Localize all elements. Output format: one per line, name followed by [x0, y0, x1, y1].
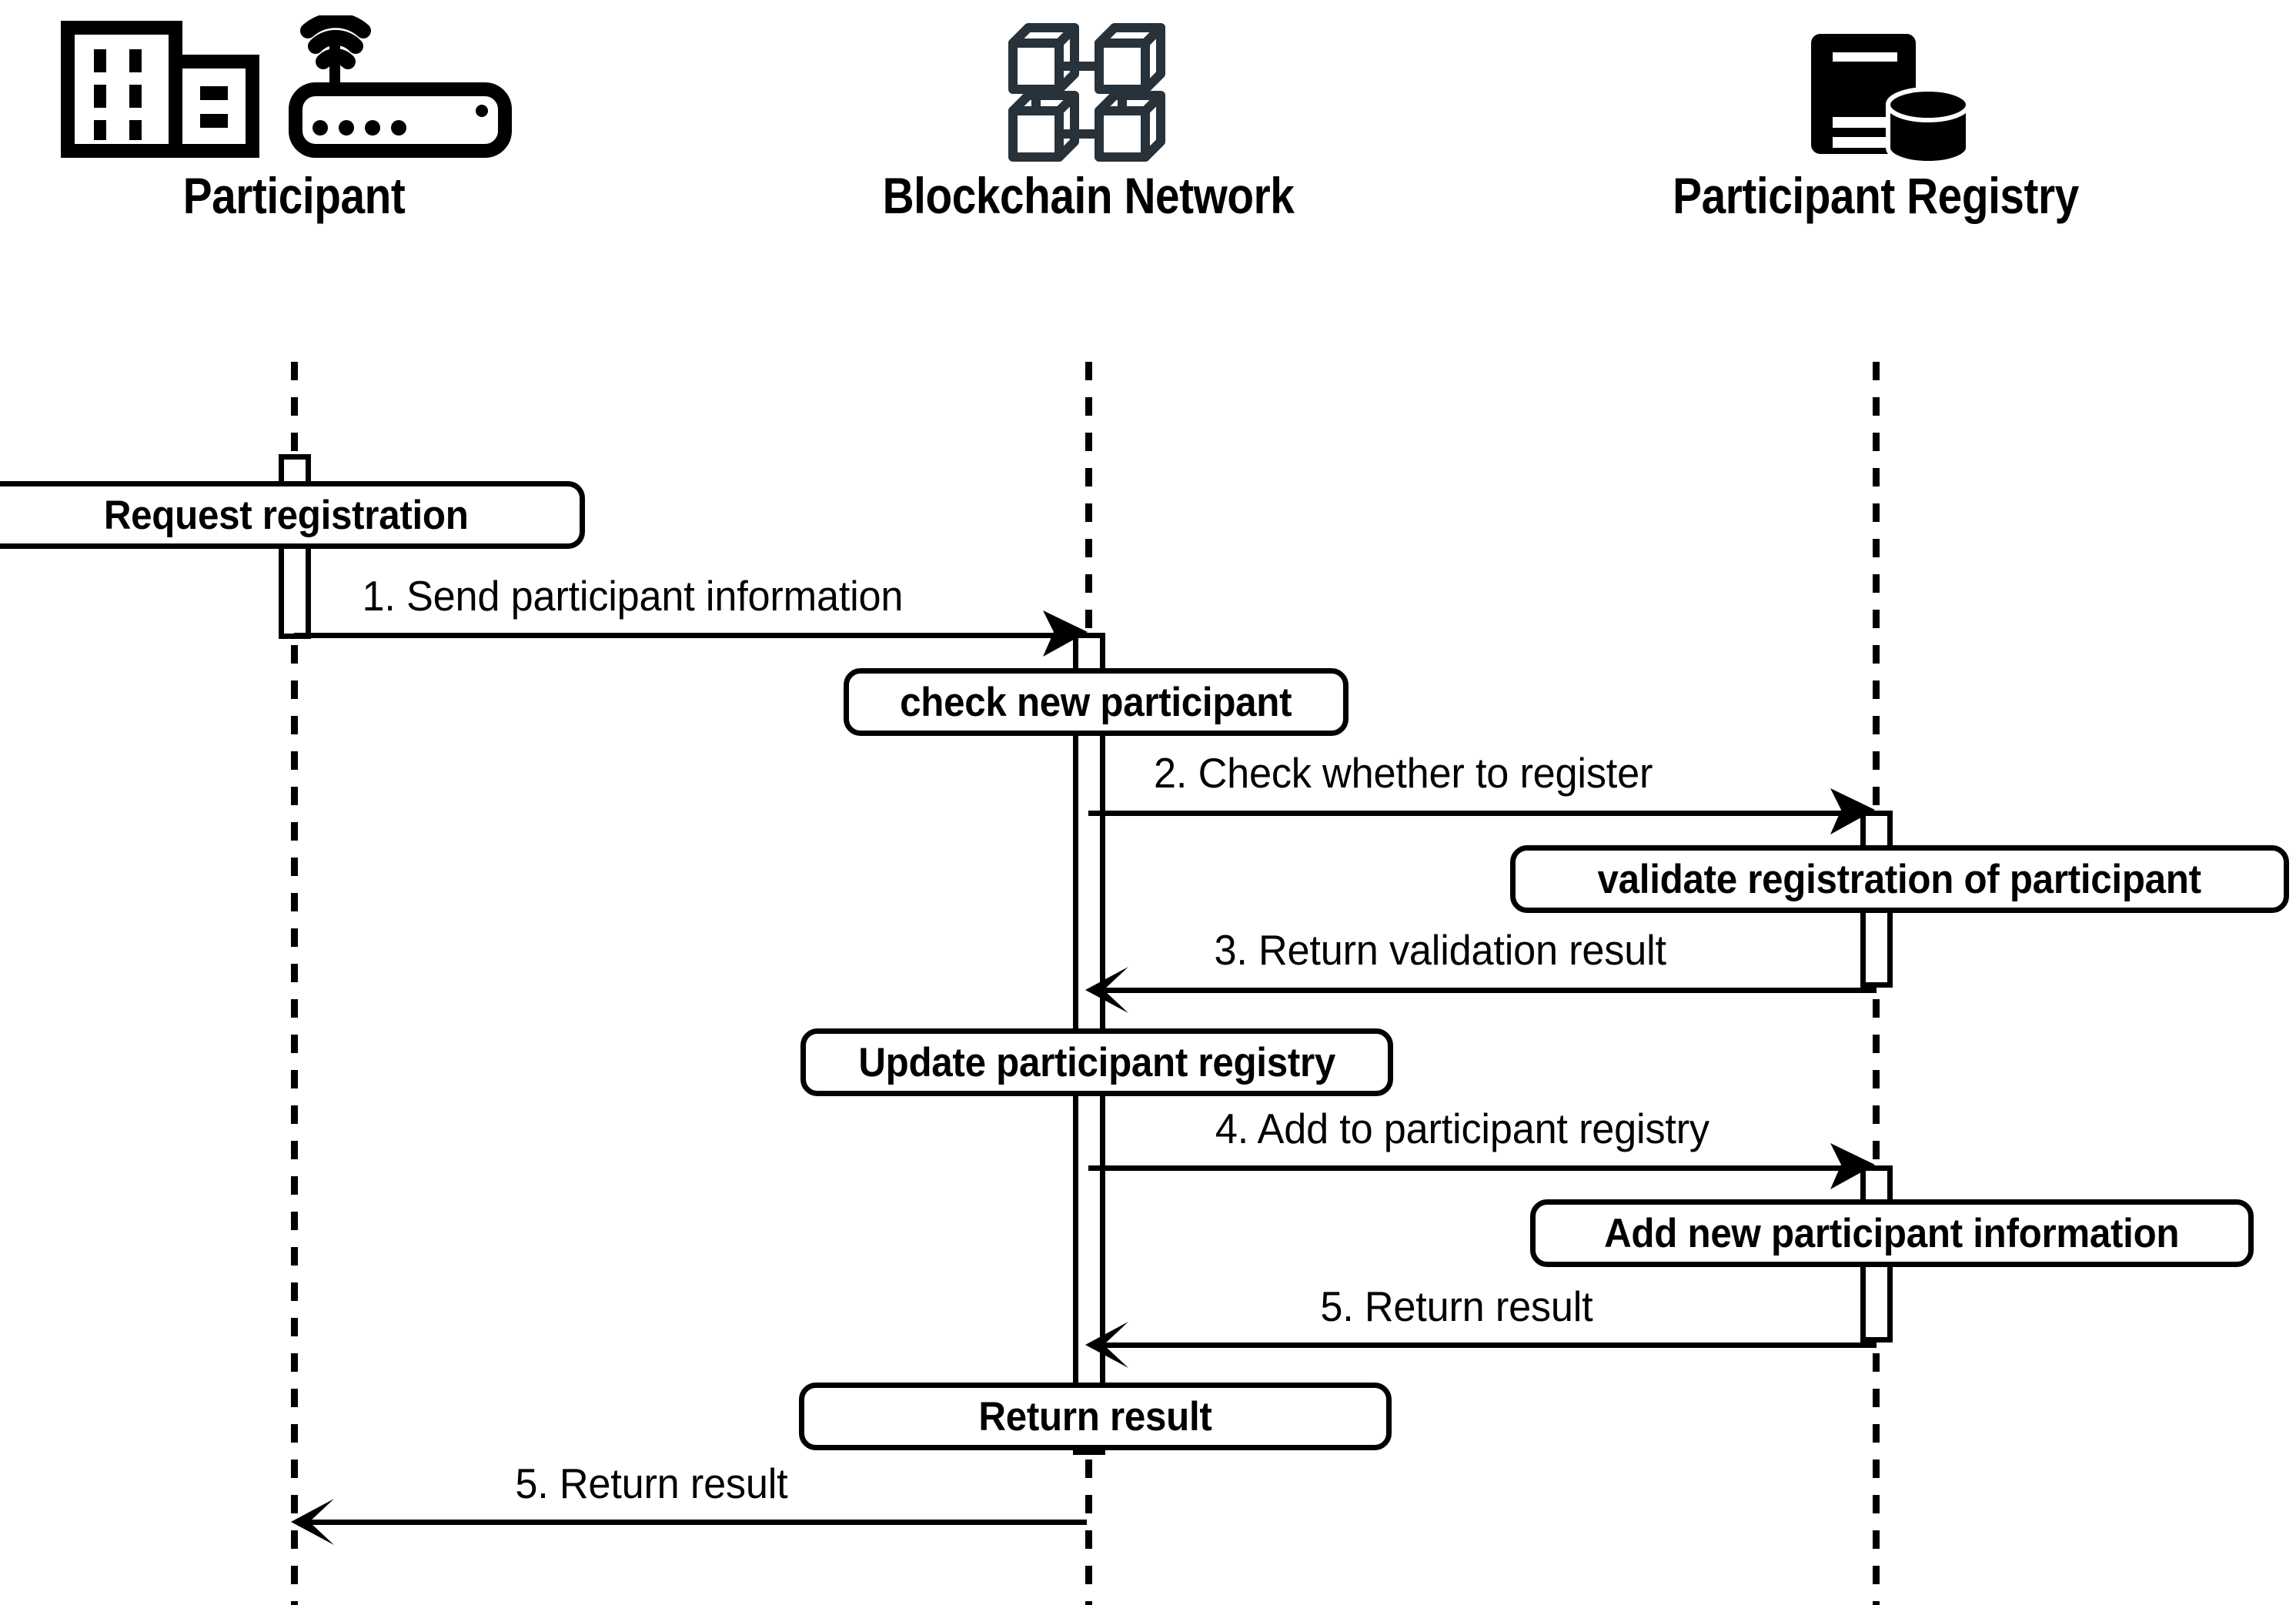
message-label-1: 1. Send participant information	[362, 572, 904, 620]
note-add-new-participant: Add new participant information	[1530, 1199, 2254, 1267]
arrowhead-open-left-3	[1081, 965, 1131, 1022]
message-label-4: 4. Add to participant registry	[1215, 1105, 1709, 1152]
message-line-4	[1088, 1165, 1867, 1171]
note-update-registry: Update participant registry	[800, 1028, 1393, 1096]
note-return-result: Return result	[799, 1383, 1392, 1450]
message-label-3: 3. Return validation result	[1214, 926, 1666, 974]
lifeline-label-registry: Participant Registry	[1673, 167, 2079, 224]
message-line-2	[1088, 811, 1867, 816]
note-request-registration: Request registration	[0, 481, 585, 549]
server-database-icon	[1606, 8, 2145, 169]
lifeline-label-blockchain: Blockchain Network	[882, 167, 1295, 224]
arrowhead-open-left-6	[286, 1496, 337, 1554]
lifeline-label-participant: Participant	[182, 167, 406, 224]
note-check-new-participant: check new participant	[844, 668, 1349, 736]
arrowhead-filled-right-1	[1043, 607, 1089, 665]
blockchain-nodes-icon	[819, 8, 1358, 169]
arrowhead-open-left-5	[1081, 1319, 1131, 1377]
building-and-router-icon	[25, 8, 563, 169]
lifeline-header-blockchain: Blockchain Network	[819, 8, 1358, 222]
message-line-3	[1093, 988, 1877, 993]
lifeline-header-registry: Participant Registry	[1606, 8, 2145, 222]
message-label-2: 2. Check whether to register	[1154, 749, 1653, 797]
message-line-5	[1093, 1343, 1877, 1348]
message-line-6	[300, 1520, 1087, 1525]
lifeline-participant	[291, 362, 298, 1605]
arrowhead-filled-right-4	[1830, 1140, 1877, 1198]
lifeline-header-participant: Participant	[25, 8, 563, 222]
message-label-6: 5. Return result	[515, 1460, 788, 1507]
message-line-1	[294, 633, 1079, 638]
message-label-5: 5. Return result	[1320, 1282, 1593, 1330]
note-validate-registration: validate registration of participant	[1510, 845, 2289, 913]
arrowhead-filled-right-2	[1830, 785, 1877, 843]
